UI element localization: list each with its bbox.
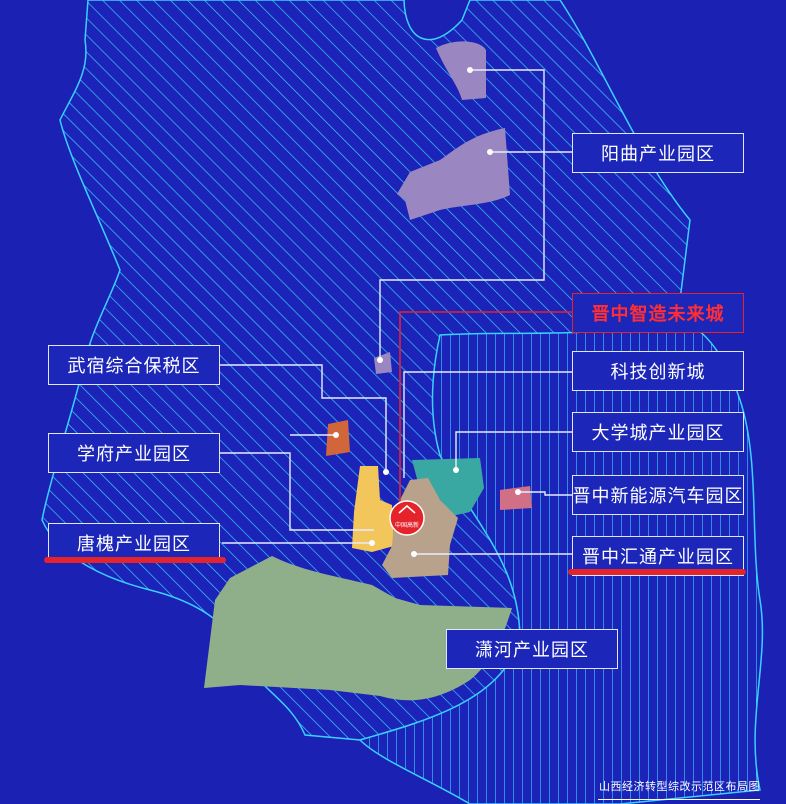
zone-xiaohe [204, 556, 512, 701]
tanghuai-underline [44, 557, 226, 563]
zone-xuefu [326, 420, 350, 456]
label-xinnengyuan[interactable]: 晋中新能源汽车园区 [572, 475, 744, 515]
label-huitong-text: 晋中汇通产业园区 [582, 547, 734, 568]
leader-lines [220, 69, 572, 555]
label-daxuecheng-text: 大学城产业园区 [591, 423, 725, 444]
label-keji[interactable]: 科技创新城 [572, 351, 744, 391]
map-title-rule [598, 799, 760, 800]
logo-text: 中国高新 [395, 521, 419, 529]
zone-yangqu-north [436, 41, 486, 100]
label-wusu[interactable]: 武宿综合保税区 [48, 345, 220, 385]
zone-xinnengyuan [500, 486, 532, 510]
huitong-underline [568, 569, 746, 575]
label-keji-text: 科技创新城 [610, 362, 706, 383]
label-tanghuai-text: 唐槐产业园区 [77, 534, 191, 555]
label-xuefu-text: 学府产业园区 [77, 444, 191, 465]
zone-yangqu-south [397, 128, 510, 220]
label-daxuecheng[interactable]: 大学城产业园区 [572, 412, 744, 452]
label-xiaohe[interactable]: 潇河产业园区 [446, 629, 618, 669]
label-xuefu[interactable]: 学府产业园区 [48, 433, 220, 473]
highlight-leader-line [399, 311, 572, 505]
label-yangqu[interactable]: 阳曲产业园区 [572, 133, 744, 173]
company-logo-icon[interactable]: 中国高新 [389, 500, 425, 536]
label-jinzhong-future-city[interactable]: 晋中智造未来城 [572, 293, 744, 333]
zone-daxuecheng [412, 458, 484, 516]
label-xinnengyuan-text: 晋中新能源汽车园区 [572, 486, 744, 507]
label-wusu-text: 武宿综合保税区 [67, 356, 201, 377]
label-tanghuai[interactable]: 唐槐产业园区 [48, 523, 220, 563]
leader-dots [333, 67, 521, 557]
map-title: 山西经济转型综改示范区布局图 [599, 780, 760, 793]
label-jinzhong-future-city-text: 晋中智造未来城 [591, 304, 725, 325]
label-yangqu-text: 阳曲产业园区 [601, 144, 715, 165]
label-xiaohe-text: 潇河产业园区 [475, 640, 589, 661]
